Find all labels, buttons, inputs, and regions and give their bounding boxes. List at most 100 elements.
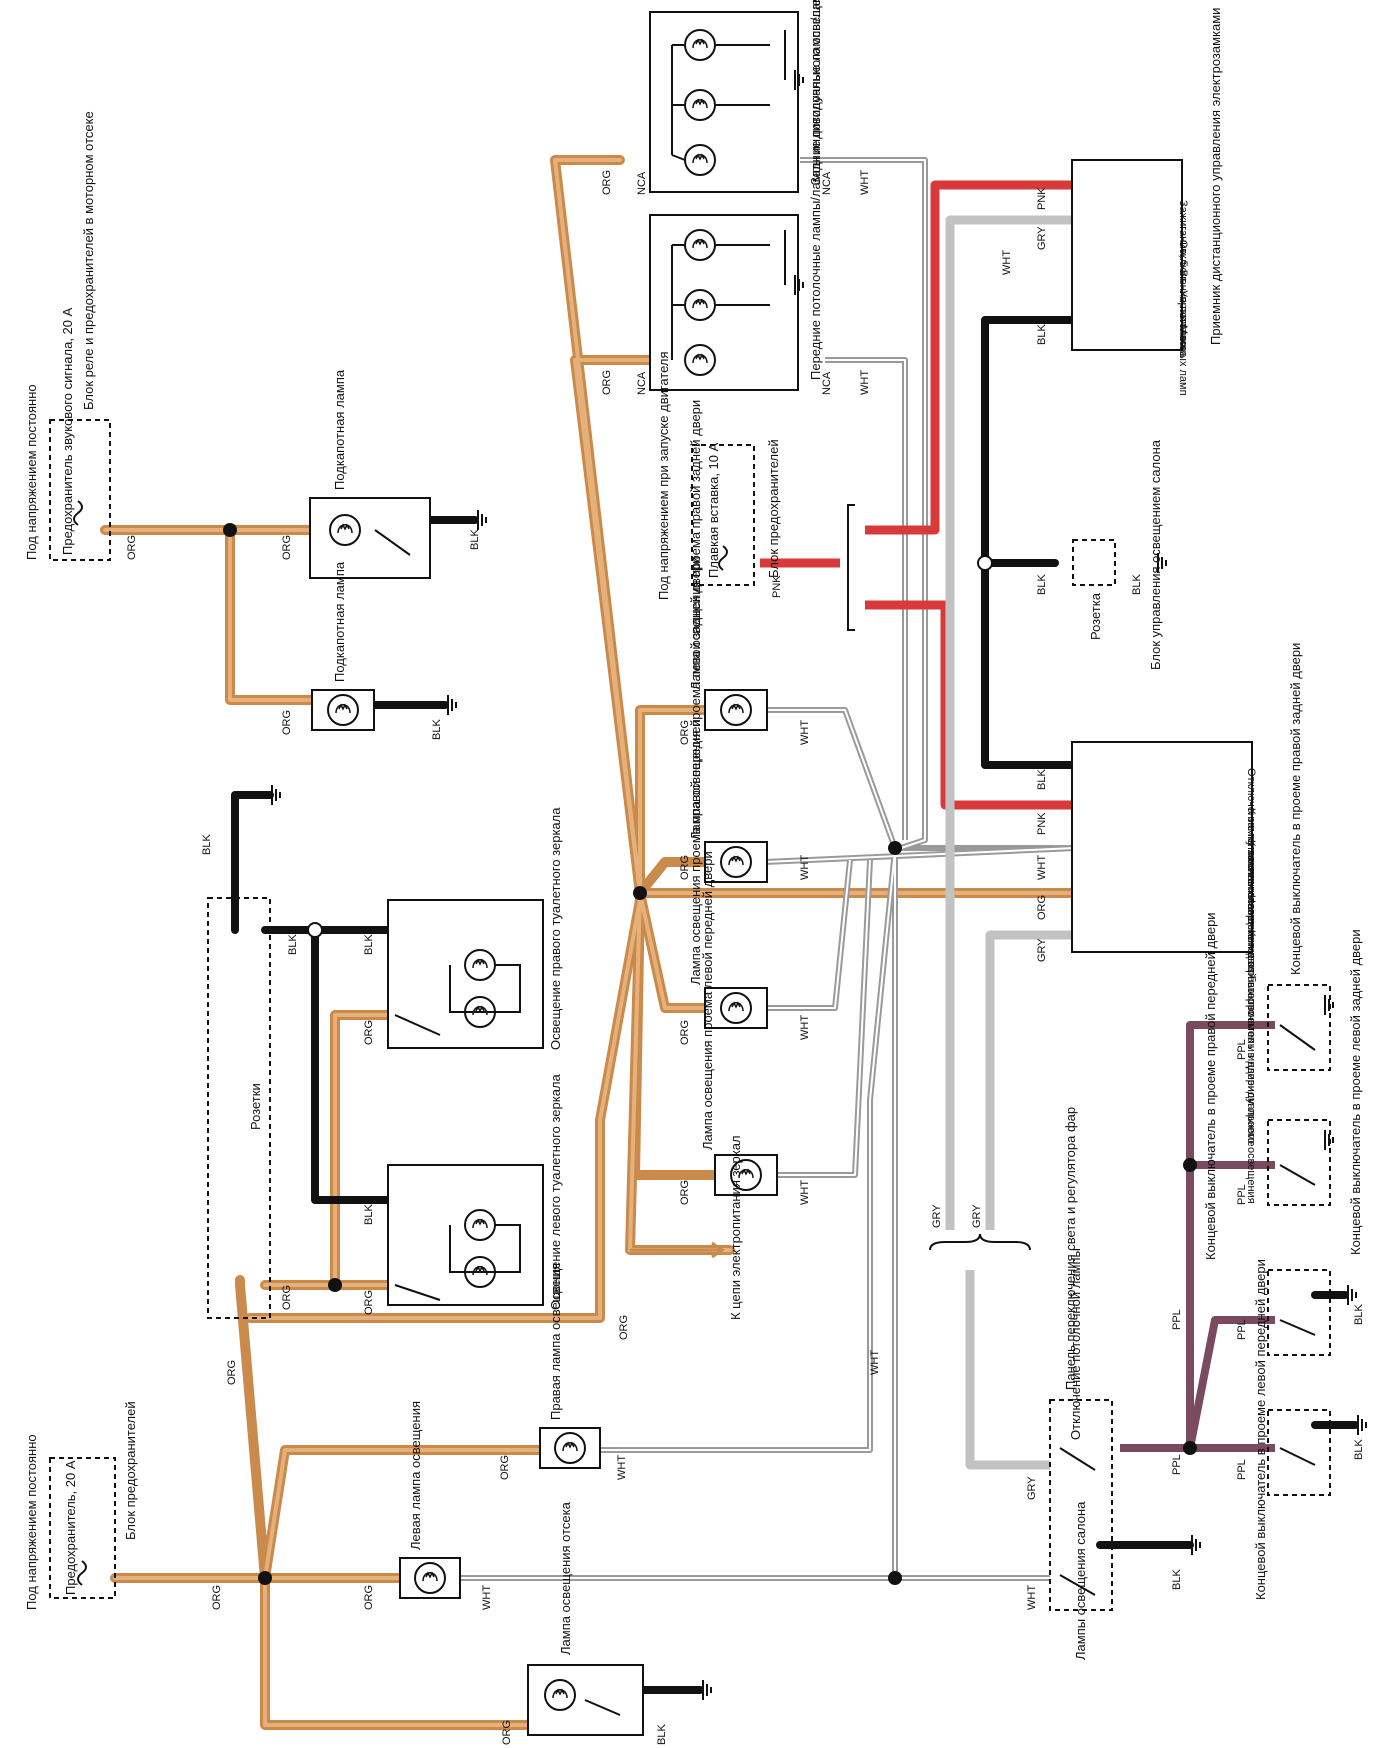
code-ppl: PPL bbox=[1171, 1454, 1183, 1475]
lamp-icon bbox=[554, 1432, 586, 1464]
pin-ctl-ignition-lock: К замку зажигания bbox=[1245, 808, 1257, 902]
remote-lock-receiver bbox=[1071, 159, 1183, 351]
label-const-power-2: Под напряжением постоянно bbox=[24, 1434, 39, 1610]
wire-code-labels: ORG ORG ORG BLK BLK BLK BLK BLK BLK ORG … bbox=[126, 170, 1365, 1745]
lamp-icon bbox=[720, 694, 752, 726]
code-gry: GRY bbox=[1036, 938, 1048, 962]
label-left-lamp: Левая лампа освещения bbox=[408, 1401, 423, 1550]
code-ppl: PPL bbox=[1236, 1184, 1248, 1205]
lamp-icon bbox=[544, 1679, 576, 1711]
ground-icon bbox=[1347, 1284, 1357, 1306]
lamp-icon bbox=[684, 144, 716, 176]
code-org: ORG bbox=[281, 535, 293, 560]
switch-icon bbox=[394, 1014, 441, 1036]
code-blk: BLK bbox=[469, 529, 481, 550]
code-org: ORG bbox=[281, 710, 293, 735]
code-blk: BLK bbox=[1353, 1439, 1365, 1460]
lamp-icon bbox=[684, 229, 716, 261]
lr-door-switch bbox=[1267, 1119, 1331, 1206]
ground-icon bbox=[702, 1679, 712, 1701]
rear-roof-lamps-box bbox=[649, 11, 799, 193]
ground-icon bbox=[447, 694, 457, 716]
code-org: ORG bbox=[281, 1285, 293, 1310]
pin-ctl-battery: Напряжение от батареи bbox=[1245, 895, 1257, 1017]
label-to-mirror: К цепи электропитания зеркал bbox=[728, 1135, 743, 1320]
label-left-mirror: Освещение левого туалетного зеркала bbox=[548, 1073, 563, 1310]
code-org: ORG bbox=[211, 1585, 223, 1610]
label-trunk-lamp: Лампа освещения отсека bbox=[558, 1501, 573, 1655]
code-ppl: PPL bbox=[1236, 1459, 1248, 1480]
engine-fuse-block bbox=[49, 419, 111, 561]
code-wht: WHT bbox=[799, 1180, 811, 1205]
code-org: ORG bbox=[499, 1455, 511, 1480]
lamp-icon bbox=[684, 344, 716, 376]
code-blk: BLK bbox=[1171, 1569, 1183, 1590]
label-receiver-title: Приемник дистанционного управления элект… bbox=[1208, 8, 1223, 345]
code-org: ORG bbox=[679, 1180, 691, 1205]
code-org: ORG bbox=[601, 370, 613, 395]
code-org: ORG bbox=[679, 855, 691, 880]
label-sockets: Розетки bbox=[248, 1083, 263, 1130]
blk-wires bbox=[231, 316, 1359, 1694]
lamp-icon bbox=[684, 29, 716, 61]
lf-door-switch bbox=[1267, 1409, 1331, 1496]
label-fusible-link: Плавкая вставка, 10 А bbox=[706, 442, 721, 578]
code-pnk: PNK bbox=[1036, 187, 1048, 210]
ground-icon bbox=[477, 509, 487, 531]
code-blk: BLK bbox=[201, 834, 213, 855]
switch-icon bbox=[1279, 1319, 1316, 1336]
label-rr-door-lamp: Лампа освещения проема правой задней две… bbox=[688, 400, 703, 690]
arrow-icon bbox=[630, 1241, 725, 1259]
code-org: ORG bbox=[679, 720, 691, 745]
code-wht: WHT bbox=[616, 1455, 628, 1480]
label-lf-switch: Концевой выключатель в проеме левой пере… bbox=[1253, 1259, 1268, 1600]
label-cabin-lamps: Лампы освещения салона bbox=[1073, 1501, 1088, 1660]
code-org: ORG bbox=[363, 1290, 375, 1315]
interior-light-control bbox=[1071, 741, 1253, 953]
lamp-icon bbox=[720, 992, 752, 1024]
code-pnk: PNK bbox=[1036, 812, 1048, 835]
code-org: ORG bbox=[226, 1360, 238, 1385]
switch-icon bbox=[394, 1284, 441, 1301]
label-lf-door-lamp: Лампа освещения проема левой передней дв… bbox=[700, 851, 715, 1150]
control-pin-labels: Отключение потолочных ламп К замку зажиг… bbox=[1245, 768, 1257, 1204]
label-fuse-block-2: Блок предохранителей bbox=[123, 1401, 138, 1540]
pin-control: Управление bbox=[1177, 290, 1189, 351]
label-right-mirror: Освещение правого туалетного зеркала bbox=[548, 807, 563, 1050]
code-ppl: PPL bbox=[1171, 1309, 1183, 1330]
label-dome-off: Отключение потолочной лампы bbox=[1068, 1248, 1083, 1440]
fuse-icon bbox=[73, 500, 83, 526]
code-org: ORG bbox=[363, 1585, 375, 1610]
code-org: ORG bbox=[601, 170, 613, 195]
code-wht: WHT bbox=[799, 855, 811, 880]
label-const-power-1: Под напряжением постоянно bbox=[24, 384, 39, 560]
code-org: ORG bbox=[1036, 895, 1048, 920]
pnk-wires bbox=[760, 180, 1075, 810]
sockets-box bbox=[207, 897, 271, 1319]
code-gry: GRY bbox=[1036, 226, 1048, 250]
code-wht: WHT bbox=[1001, 250, 1013, 275]
code-blk: BLK bbox=[1036, 574, 1048, 595]
switch-icon bbox=[1279, 1024, 1316, 1051]
switch-icon bbox=[1279, 1164, 1316, 1186]
receiver-pin-labels: Зажигание, 5 Вт Отключение потолочных ла… bbox=[1177, 200, 1189, 396]
label-rr-switch: Концевой выключатель в проеме правой зад… bbox=[1288, 643, 1303, 975]
code-nca: NCA bbox=[636, 371, 648, 395]
lamp-icon bbox=[327, 694, 359, 726]
code-gry: GRY bbox=[1026, 1476, 1038, 1500]
pin-ctl-dimmer: Отключение потолочных ламп bbox=[1245, 768, 1257, 924]
fuse-icon bbox=[77, 1560, 87, 1586]
fuse-icon bbox=[718, 545, 728, 571]
lamp-icon bbox=[684, 89, 716, 121]
ground-icon bbox=[1357, 1414, 1367, 1436]
code-wht: WHT bbox=[1026, 1585, 1038, 1610]
switch-icon bbox=[1059, 1447, 1096, 1596]
code-ppl: PPL bbox=[1236, 1039, 1248, 1060]
code-blk: BLK bbox=[363, 1204, 375, 1225]
lamp-icon bbox=[414, 1562, 446, 1594]
code-wht: WHT bbox=[481, 1585, 493, 1610]
pin-dimmer: Отключение потолочных ламп bbox=[1177, 240, 1189, 396]
pin-ignition: Зажигание, 5 Вт bbox=[1177, 200, 1189, 282]
code-nca: NCA bbox=[821, 371, 833, 395]
